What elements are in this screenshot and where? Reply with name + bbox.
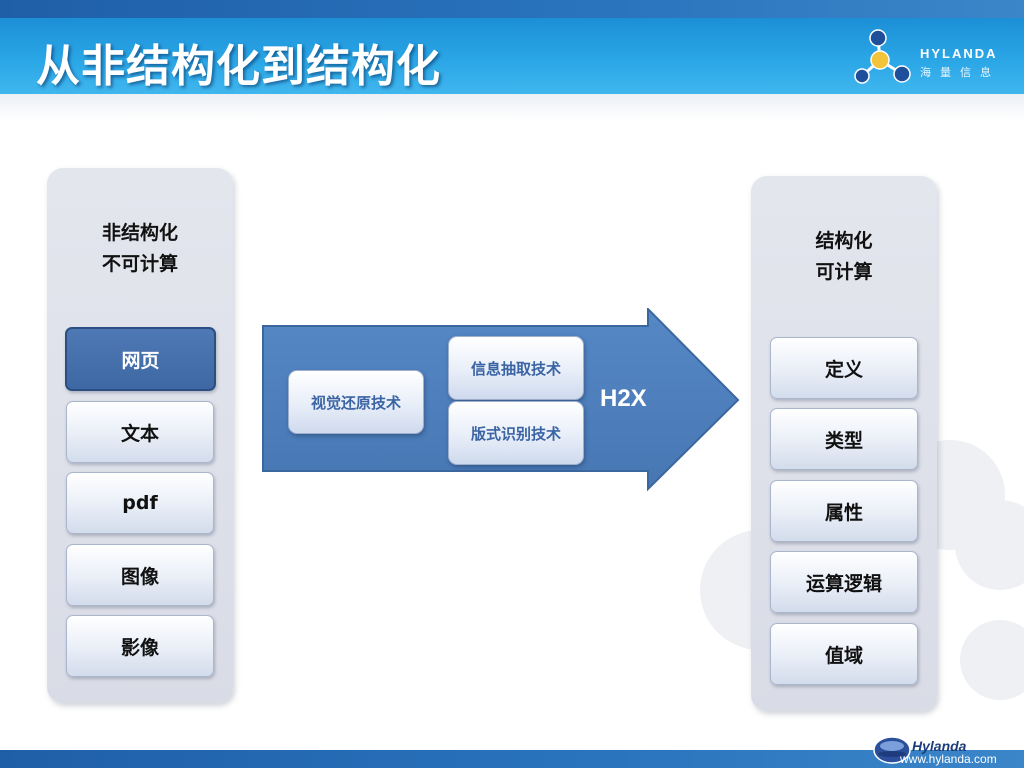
attr-item-property[interactable]: 属性 — [770, 480, 918, 542]
footer-brand: Hylanda — [912, 738, 967, 754]
attr-item-range[interactable]: 值域 — [770, 623, 918, 685]
footer-url[interactable]: www.hylanda.com — [900, 752, 997, 766]
hylanda-logo: HYLANDA 海量信息 — [852, 28, 1012, 88]
slide-header: 从非结构化到结构化 HYLANDA 海量信息 — [0, 18, 1024, 94]
h2x-label: H2X — [600, 385, 647, 412]
top-strip — [0, 0, 1024, 18]
attr-item-type[interactable]: 类型 — [770, 408, 918, 470]
column-title-line: 结构化 — [815, 230, 873, 252]
decorative-circle — [955, 500, 1024, 590]
column-title-line: 可计算 — [815, 261, 873, 283]
source-item-webpage[interactable]: 网页 — [65, 327, 216, 391]
slide-title: 从非结构化到结构化 — [36, 41, 441, 92]
source-item-pdf[interactable]: pdf — [66, 472, 214, 534]
header-shadow — [0, 94, 1024, 120]
source-item-video[interactable]: 影像 — [66, 615, 214, 677]
source-item-image[interactable]: 图像 — [66, 544, 214, 606]
logo-name: HYLANDA — [920, 46, 998, 61]
logo-subtitle: 海量信息 — [920, 66, 1000, 79]
attr-item-definition[interactable]: 定义 — [770, 337, 918, 399]
structured-column-title: 结构化 可计算 — [751, 226, 937, 288]
footer-strip — [0, 750, 1024, 768]
footer-logo: Hylanda www.hylanda.com — [872, 735, 1022, 768]
source-item-text[interactable]: 文本 — [66, 401, 214, 463]
column-title-line: 非结构化 — [101, 222, 178, 244]
attr-item-logic[interactable]: 运算逻辑 — [770, 551, 918, 613]
globe-icon — [873, 736, 911, 764]
decorative-circle — [960, 620, 1024, 700]
layout-recognition-tech[interactable]: 版式识别技术 — [448, 401, 584, 465]
column-title-line: 不可计算 — [101, 253, 178, 275]
molecule-icon — [854, 29, 911, 84]
unstructured-column-title: 非结构化 不可计算 — [47, 218, 233, 280]
info-extract-tech[interactable]: 信息抽取技术 — [448, 336, 584, 400]
visual-restore-tech[interactable]: 视觉还原技术 — [288, 370, 424, 434]
